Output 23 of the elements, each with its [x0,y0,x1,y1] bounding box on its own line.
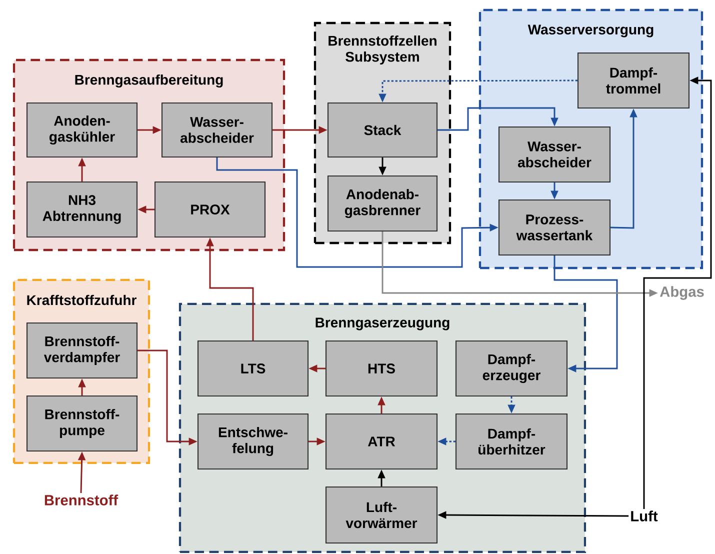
process-box: Anoden- gaskühler [26,102,138,158]
process-box: Entschwe- felung [197,413,309,470]
process-box: Brennstoff- verdampfer [26,322,138,379]
process-box: PROX [154,181,266,238]
process-box: Stack [327,102,438,158]
process-box: NH3 Abtrennung [26,181,138,238]
process-box: Dampf- trommel [577,52,690,109]
process-box: Anodenab- gasbrenner [327,175,438,232]
process-box: Brennstoff- pumpe [26,395,138,452]
process-box: Dampf- erzeuger [455,340,568,397]
process-box: Prozess- wassertank [498,199,611,256]
process-box: Dampf- überhitzer [455,413,568,470]
process-box: Luft- vorwärmer [325,486,438,544]
process-box: LTS [197,340,309,397]
process-box: Wasser- abscheider [161,102,273,158]
flow-label: Brennstoff [44,494,118,506]
arrow [554,256,618,372]
flow-label: Luft [631,510,658,522]
arrow [438,107,558,131]
process-box: HTS [325,340,438,397]
flow-label: Abgas [660,286,704,300]
process-box: ATR [325,413,438,470]
process-box: Wasser- abscheider [498,126,611,183]
